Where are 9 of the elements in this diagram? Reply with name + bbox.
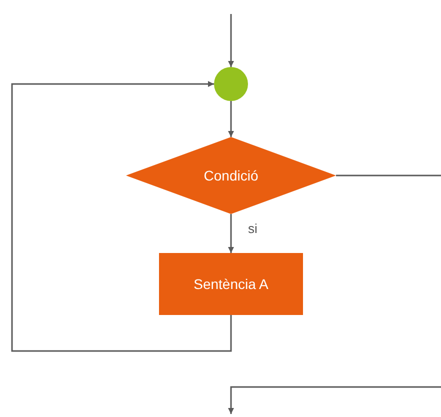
arrow (228, 101, 234, 137)
decision-text: Condició (204, 166, 258, 185)
arrow (228, 174, 441, 414)
process-box (159, 253, 303, 315)
arrow (228, 14, 234, 67)
arrow (11, 81, 232, 352)
arrow (228, 214, 234, 253)
decision-diamond (126, 137, 336, 214)
process-text: Sentència A (194, 274, 268, 294)
